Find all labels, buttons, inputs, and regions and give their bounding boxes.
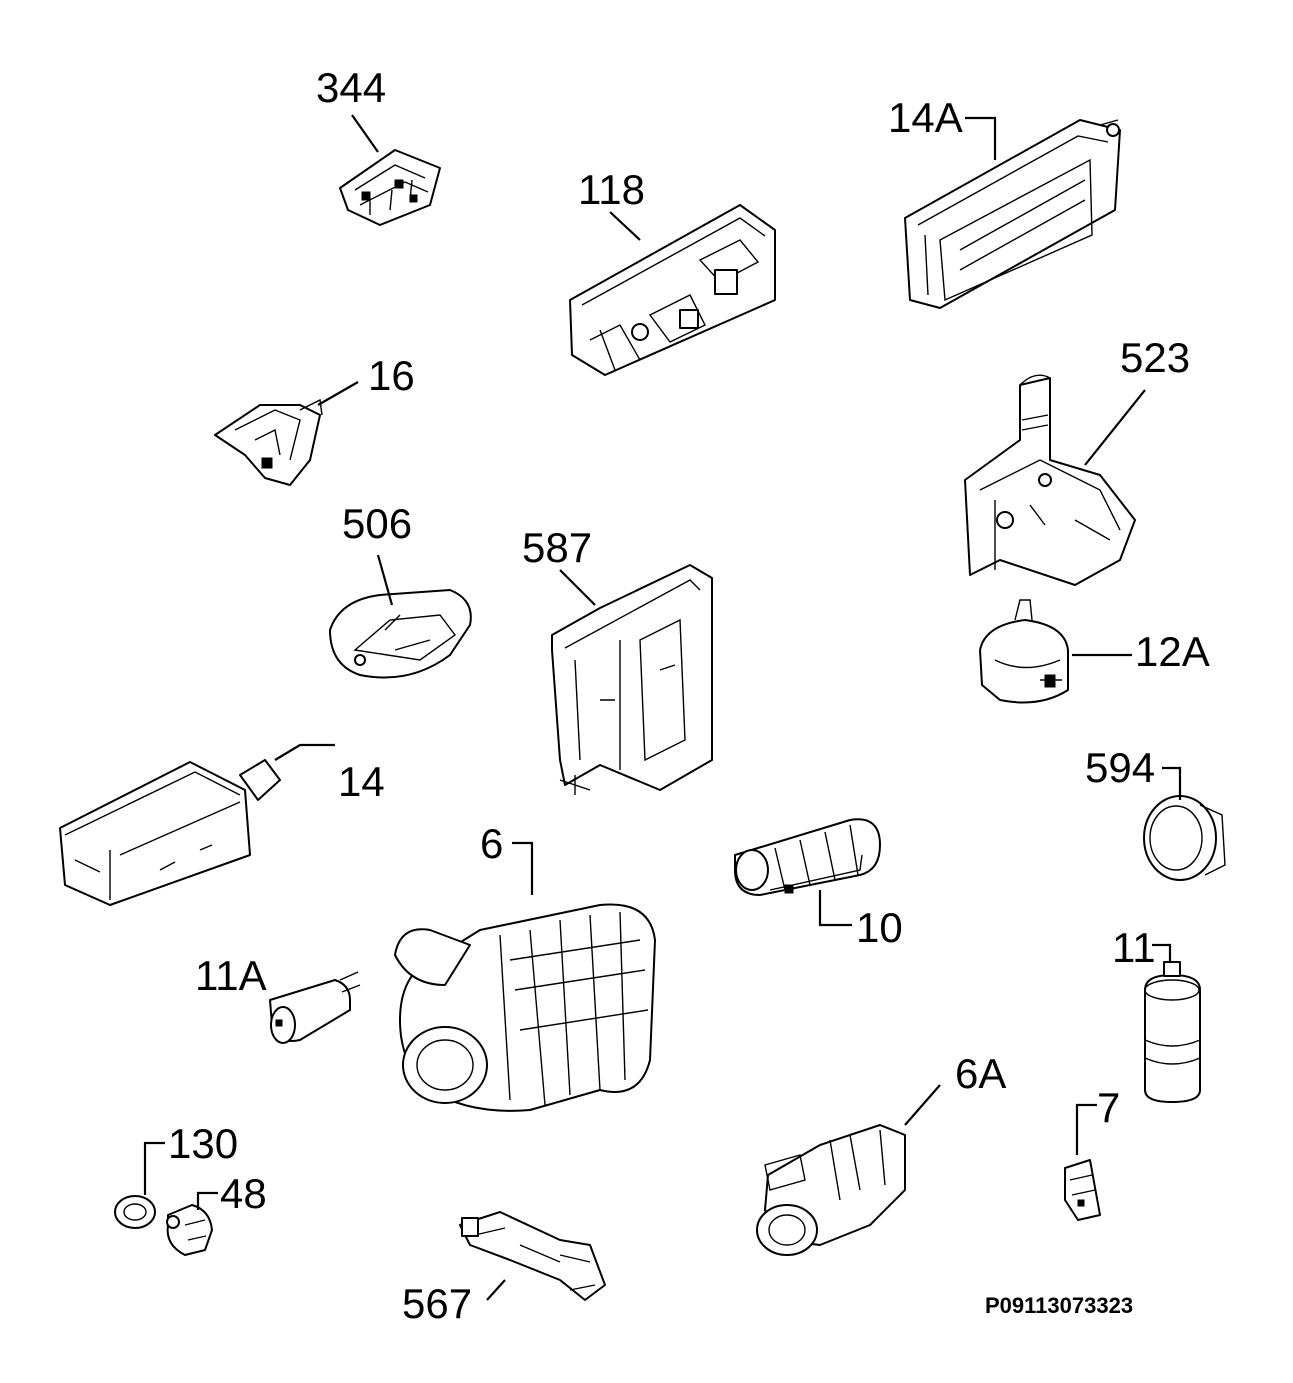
part-11A[interactable] bbox=[269, 971, 361, 1044]
leader-594 bbox=[1162, 766, 1182, 800]
part-48[interactable] bbox=[166, 1204, 213, 1256]
leader-118 bbox=[609, 211, 641, 241]
part-6[interactable] bbox=[394, 903, 656, 1112]
label-14: 14 bbox=[338, 758, 385, 805]
diagram-code: P09113073323 bbox=[985, 1293, 1133, 1318]
label-130: 130 bbox=[168, 1120, 238, 1167]
label-14A: 14A bbox=[888, 94, 963, 141]
leader-6 bbox=[512, 841, 534, 895]
part-7[interactable] bbox=[1064, 1159, 1101, 1221]
part-587[interactable] bbox=[551, 564, 713, 795]
part-14[interactable] bbox=[59, 759, 281, 906]
part-11[interactable] bbox=[1144, 961, 1201, 1103]
label-567: 567 bbox=[402, 1280, 472, 1327]
label-11: 11 bbox=[1112, 924, 1156, 971]
part-344[interactable] bbox=[339, 149, 441, 226]
part-12A[interactable] bbox=[979, 599, 1069, 704]
label-7: 7 bbox=[1097, 1084, 1120, 1131]
leader-14 bbox=[274, 743, 335, 761]
leader-523 bbox=[1084, 389, 1146, 466]
part-6A[interactable] bbox=[756, 1124, 906, 1256]
leader-14A bbox=[965, 116, 997, 160]
label-10: 10 bbox=[856, 904, 903, 951]
part-130[interactable] bbox=[114, 1195, 156, 1229]
label-523: 523 bbox=[1120, 334, 1190, 381]
label-118: 118 bbox=[578, 166, 645, 213]
part-118[interactable] bbox=[569, 204, 776, 376]
leader-16 bbox=[317, 381, 359, 406]
leader-7 bbox=[1075, 1103, 1097, 1155]
label-48: 48 bbox=[220, 1170, 267, 1217]
part-16[interactable] bbox=[214, 398, 323, 486]
leader-587 bbox=[559, 569, 596, 606]
leader-11 bbox=[1152, 943, 1172, 962]
label-344: 344 bbox=[316, 64, 386, 111]
label-11A: 11A bbox=[195, 952, 267, 999]
part-10[interactable] bbox=[734, 818, 881, 896]
part-506[interactable] bbox=[329, 589, 472, 679]
leader-6A bbox=[904, 1084, 941, 1126]
label-6: 6 bbox=[480, 820, 503, 867]
leader-506 bbox=[376, 554, 394, 606]
leader-48 bbox=[196, 1191, 218, 1210]
label-16: 16 bbox=[368, 352, 415, 399]
leader-10 bbox=[818, 890, 852, 927]
part-14A[interactable] bbox=[904, 119, 1121, 309]
label-587: 587 bbox=[522, 524, 592, 571]
leader-567 bbox=[486, 1279, 506, 1301]
label-506: 506 bbox=[342, 500, 412, 547]
label-594: 594 bbox=[1085, 744, 1155, 791]
part-594[interactable] bbox=[1143, 795, 1226, 881]
label-12A: 12A bbox=[1135, 628, 1210, 675]
leader-344 bbox=[351, 114, 379, 153]
part-567[interactable] bbox=[459, 1211, 606, 1301]
label-6A: 6A bbox=[955, 1050, 1006, 1097]
part-523[interactable] bbox=[964, 374, 1136, 586]
leader-130 bbox=[143, 1141, 165, 1195]
